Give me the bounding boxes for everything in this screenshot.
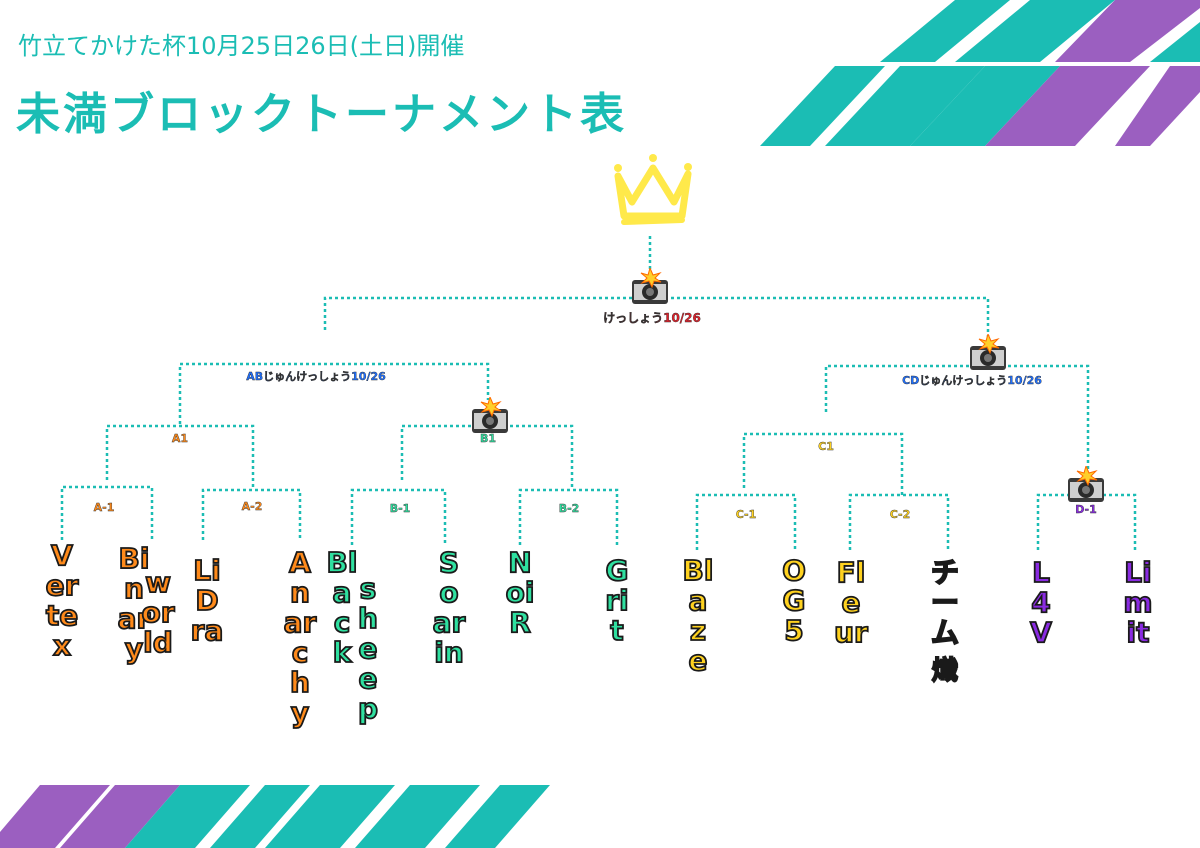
camera-flash-icon: [970, 334, 1006, 370]
top-right-stripes: [760, 0, 1200, 146]
page-title: 未満ブロックトーナメント表: [16, 89, 627, 140]
team-vertex: Vertex: [45, 539, 80, 662]
camera-flash-icon: [632, 268, 668, 304]
team-binary-world-line1: Binary: [117, 542, 152, 665]
team-blackeep-line2: sheep: [357, 572, 379, 725]
team-chiimu-line1: チーム: [930, 556, 960, 649]
team-soarin: Soarin: [432, 546, 467, 669]
final-label: けっしょう10/26: [603, 311, 701, 325]
team-grit: Grit: [604, 554, 629, 647]
team-binary-world-line2: world: [141, 566, 176, 659]
match-c1-label: C1: [818, 440, 834, 453]
team-blackeep-line1: Black: [326, 546, 359, 669]
team-chiimu-line2: 熾: [931, 655, 959, 687]
match-c-1-label: C-1: [735, 508, 757, 521]
team-fleur: Fleur: [833, 556, 869, 649]
team-noir: NoiR: [505, 546, 536, 639]
team-anarchy: Anarchy: [283, 546, 318, 729]
match-a-1-label: A-1: [93, 501, 115, 514]
ab-semifinal-label: ABじゅんけっしょう10/26: [246, 370, 386, 383]
match-b1-label: B1: [479, 432, 497, 445]
cd-semifinal-label: CDじゅんけっしょう10/26: [902, 374, 1042, 387]
match-d-1-label: D-1: [1075, 503, 1097, 516]
team-og5: OG5: [781, 554, 807, 647]
crown-icon: [614, 154, 692, 225]
match-b-2-label: B-2: [558, 502, 580, 515]
event-subtitle: 竹立てかけた杯10月25日26日(土日)開催: [18, 32, 465, 60]
match-c-2-label: C-2: [889, 508, 911, 521]
match-a-2-label: A-2: [241, 500, 263, 513]
team-blaze: Blaze: [682, 554, 715, 677]
team-l4v: L4V: [1029, 556, 1052, 649]
camera-flash-icon: [472, 397, 508, 433]
bottom-left-stripes: [0, 785, 550, 848]
match-a1-label: A1: [171, 432, 189, 445]
team-lidra: LiDra: [190, 554, 225, 647]
team-limit: Limit: [1123, 556, 1154, 649]
match-b-1-label: B-1: [389, 502, 411, 515]
camera-flash-icon: [1068, 466, 1104, 502]
